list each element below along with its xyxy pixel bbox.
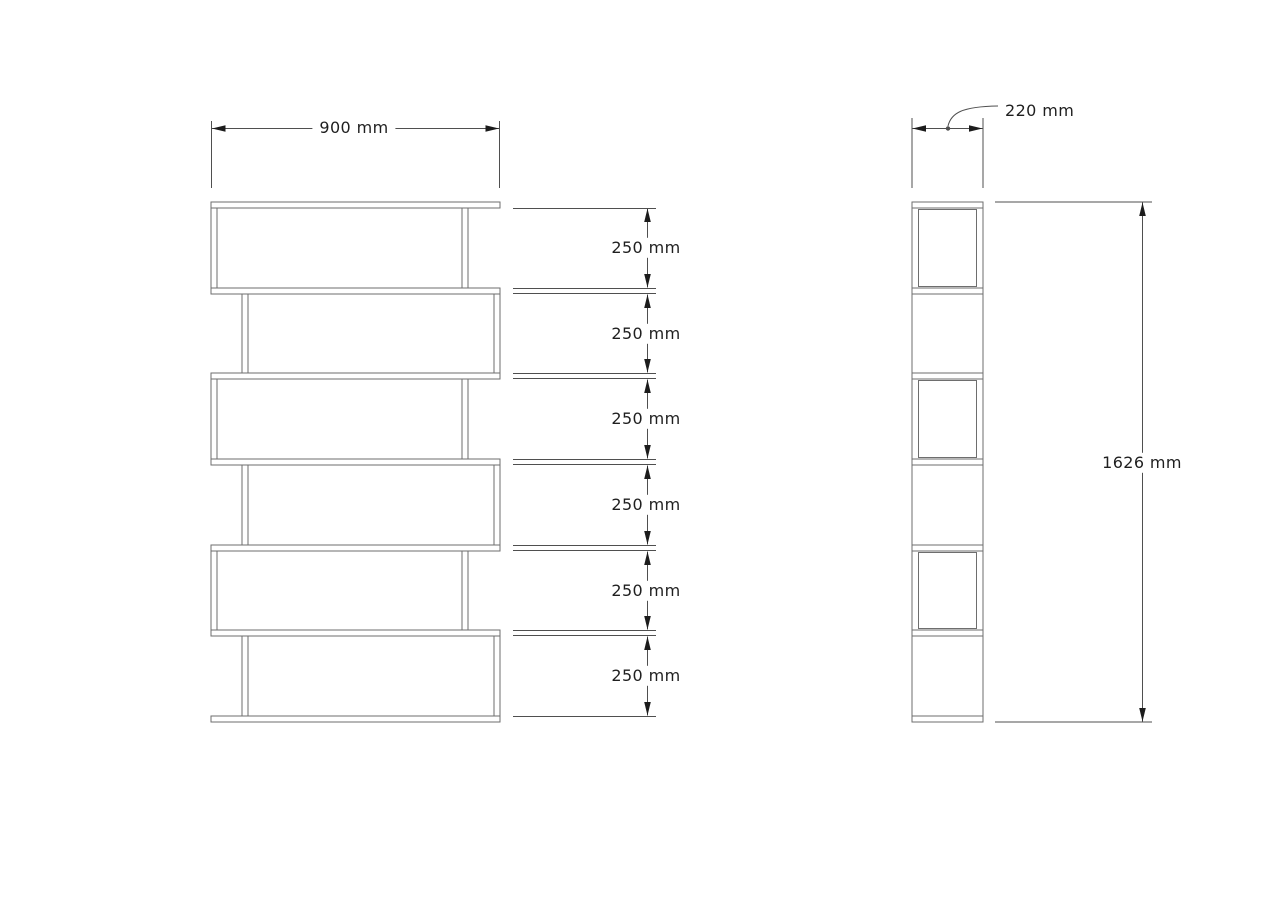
shelf-gap-dimension-label: 250 mm [604, 665, 688, 687]
side-shelf-board [911, 458, 984, 466]
divider-panel [210, 378, 218, 460]
front-width-dimension-label: 900 mm [312, 117, 396, 139]
shelf-gap-dimension-label: 250 mm [604, 237, 688, 259]
shelf-gap-dimension-label: 250 mm [604, 323, 688, 345]
shelf-board [210, 201, 501, 209]
divider-edge-frame [918, 552, 977, 629]
side-shelf-board [911, 715, 984, 723]
shelf-gap-dimensions [513, 208, 656, 717]
shelf-board [210, 715, 501, 723]
side-shelf-board [911, 201, 984, 209]
front-view [210, 201, 501, 723]
side-shelf-board [911, 287, 984, 295]
side-view-shelves [911, 201, 984, 723]
side-height-dimension-label: 1626 mm [1095, 452, 1189, 474]
divider-panel [241, 464, 249, 546]
shelf-gap-dimension-label: 250 mm [604, 408, 688, 430]
leader-line [947, 105, 999, 127]
divider-panel [210, 207, 218, 289]
shelf-gap-dimension-label: 250 mm [604, 580, 688, 602]
shelf-board [210, 458, 501, 466]
leader-dot [945, 126, 951, 131]
divider-panel [461, 207, 469, 289]
divider-panel [241, 635, 249, 717]
divider-panel [493, 293, 501, 374]
divider-panel [493, 635, 501, 717]
divider-panel [461, 378, 469, 460]
divider-edge-frame [918, 209, 977, 287]
shelf-board [210, 629, 501, 637]
shelf-gap-dimension-label: 250 mm [604, 494, 688, 516]
divider-panel [210, 550, 218, 631]
divider-edge-frame [918, 380, 977, 458]
divider-panel [493, 464, 501, 546]
side-shelf-board [911, 544, 984, 552]
side-view [911, 201, 984, 723]
side-depth-dimension [911, 105, 999, 188]
side-shelf-board [911, 629, 984, 637]
front-view-dividers [210, 207, 501, 717]
front-view-shelves [210, 201, 501, 723]
shelf-board [210, 287, 501, 295]
shelf-board [210, 372, 501, 380]
shelf-board [210, 544, 501, 552]
side-depth-dimension-label: 220 mm [998, 100, 1082, 122]
divider-panel [461, 550, 469, 631]
side-shelf-board [911, 372, 984, 380]
side-view-divider-edges [918, 209, 977, 629]
divider-panel [241, 293, 249, 374]
